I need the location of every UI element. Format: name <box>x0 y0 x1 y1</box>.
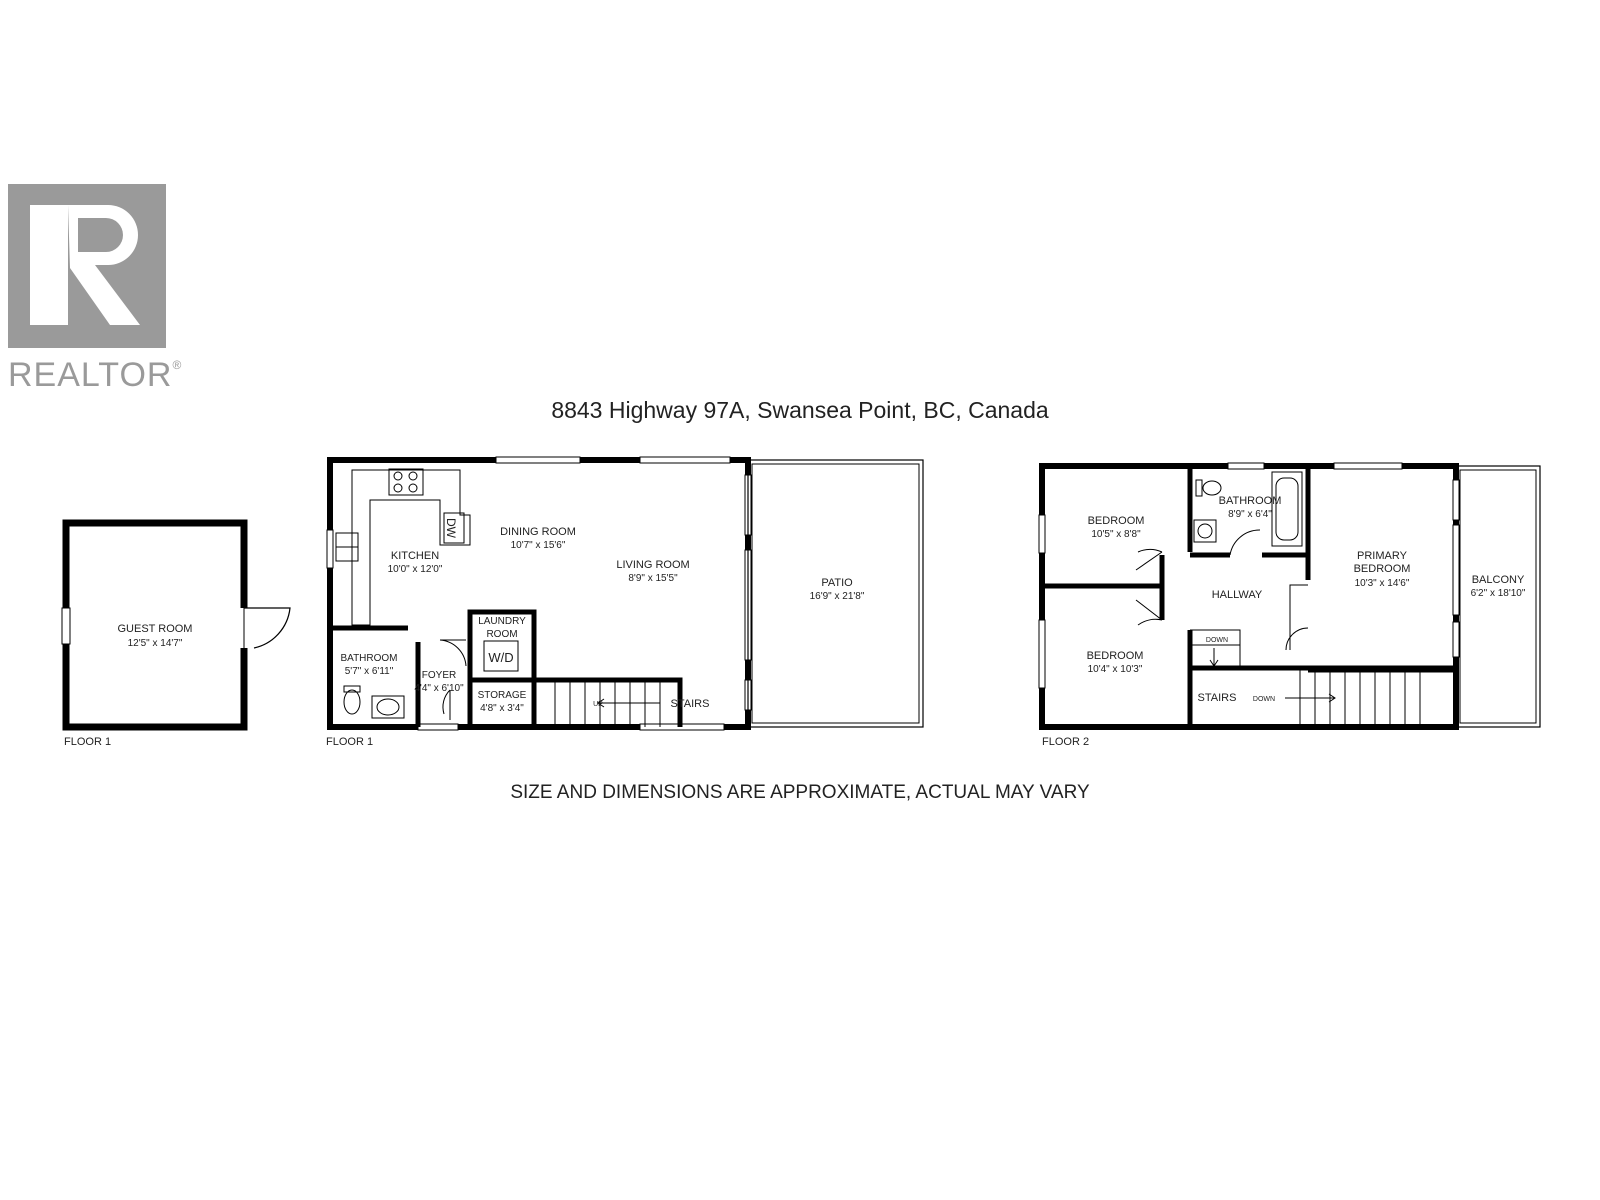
room-dim-bathroom: 5'7" x 6'11" <box>345 666 394 677</box>
room-label-hallway: HALLWAY <box>1212 589 1263 601</box>
washer-dryer-label: W/D <box>488 650 513 665</box>
room-label-balcony: BALCONY <box>1472 574 1525 586</box>
floor-label: FLOOR 2 <box>1042 736 1089 748</box>
room-dim-foyer: 4'4" x 6'10" <box>414 683 464 694</box>
room-label-guest-room: GUEST ROOM <box>118 623 193 635</box>
dishwasher-label: DW <box>444 518 458 539</box>
room-label-storage: STORAGE <box>478 690 527 701</box>
stairs-direction-top: DOWN <box>1206 637 1228 644</box>
stairs-direction-bottom: DOWN <box>1253 696 1275 703</box>
page-title: 8843 Highway 97A, Swansea Point, BC, Can… <box>551 397 1049 423</box>
guest-room-plan <box>61 519 291 731</box>
room-label-laundry: LAUNDRY <box>478 616 526 627</box>
realtor-logo-icon <box>8 184 166 348</box>
disclaimer-text: SIZE AND DIMENSIONS ARE APPROXIMATE, ACT… <box>510 782 1090 803</box>
realtor-logo-text: REALTOR® <box>8 356 182 395</box>
room-label-living-room: LIVING ROOM <box>616 559 689 571</box>
room-dim-living-room: 8'9" x 15'5" <box>628 573 678 584</box>
room-label-stairs-2: STAIRS <box>1198 692 1237 704</box>
room-dim-primary-bedroom: 10'3" x 14'6" <box>1355 578 1410 589</box>
room-dim-dining-room: 10'7" x 15'6" <box>511 540 566 551</box>
room-label-stairs: STAIRS <box>671 698 710 710</box>
room-label-laundry-2: ROOM <box>486 629 517 640</box>
brand-name: REALTOR <box>8 356 173 394</box>
room-dim-patio: 16'9" x 21'8" <box>810 591 865 602</box>
room-dim-bedroom-2: 10'4" x 10'3" <box>1088 664 1143 675</box>
room-label-primary-bedroom-2: BEDROOM <box>1354 563 1411 575</box>
room-label-foyer: FOYER <box>422 670 456 681</box>
room-dim-balcony: 6'2" x 18'10" <box>1471 588 1526 599</box>
room-label-bedroom-2: BEDROOM <box>1087 650 1144 662</box>
registered-mark: ® <box>172 358 183 372</box>
floor2-plan <box>1038 462 1541 730</box>
room-dim-bedroom-1: 10'5" x 8'8" <box>1091 529 1141 540</box>
room-dim-bathroom-2: 8'9" x 6'4" <box>1228 509 1272 520</box>
room-label-patio: PATIO <box>821 577 853 589</box>
room-label-bedroom-1: BEDROOM <box>1088 515 1145 527</box>
room-label-primary-bedroom: PRIMARY <box>1357 550 1408 562</box>
room-label-bathroom: BATHROOM <box>340 653 397 664</box>
room-label-kitchen: KITCHEN <box>391 550 439 562</box>
floor1-main-plan <box>326 456 924 731</box>
floor-label: FLOOR 1 <box>64 736 111 748</box>
room-dim-storage: 4'8" x 3'4" <box>480 703 524 714</box>
room-label-dining-room: DINING ROOM <box>500 526 576 538</box>
room-label-bathroom-2: BATHROOM <box>1219 495 1282 507</box>
stairs-direction: UP <box>593 701 603 708</box>
room-dim-kitchen: 10'0" x 12'0" <box>388 564 443 575</box>
room-dim-guest-room: 12'5" x 14'7" <box>128 638 183 649</box>
floor-label: FLOOR 1 <box>326 736 373 748</box>
